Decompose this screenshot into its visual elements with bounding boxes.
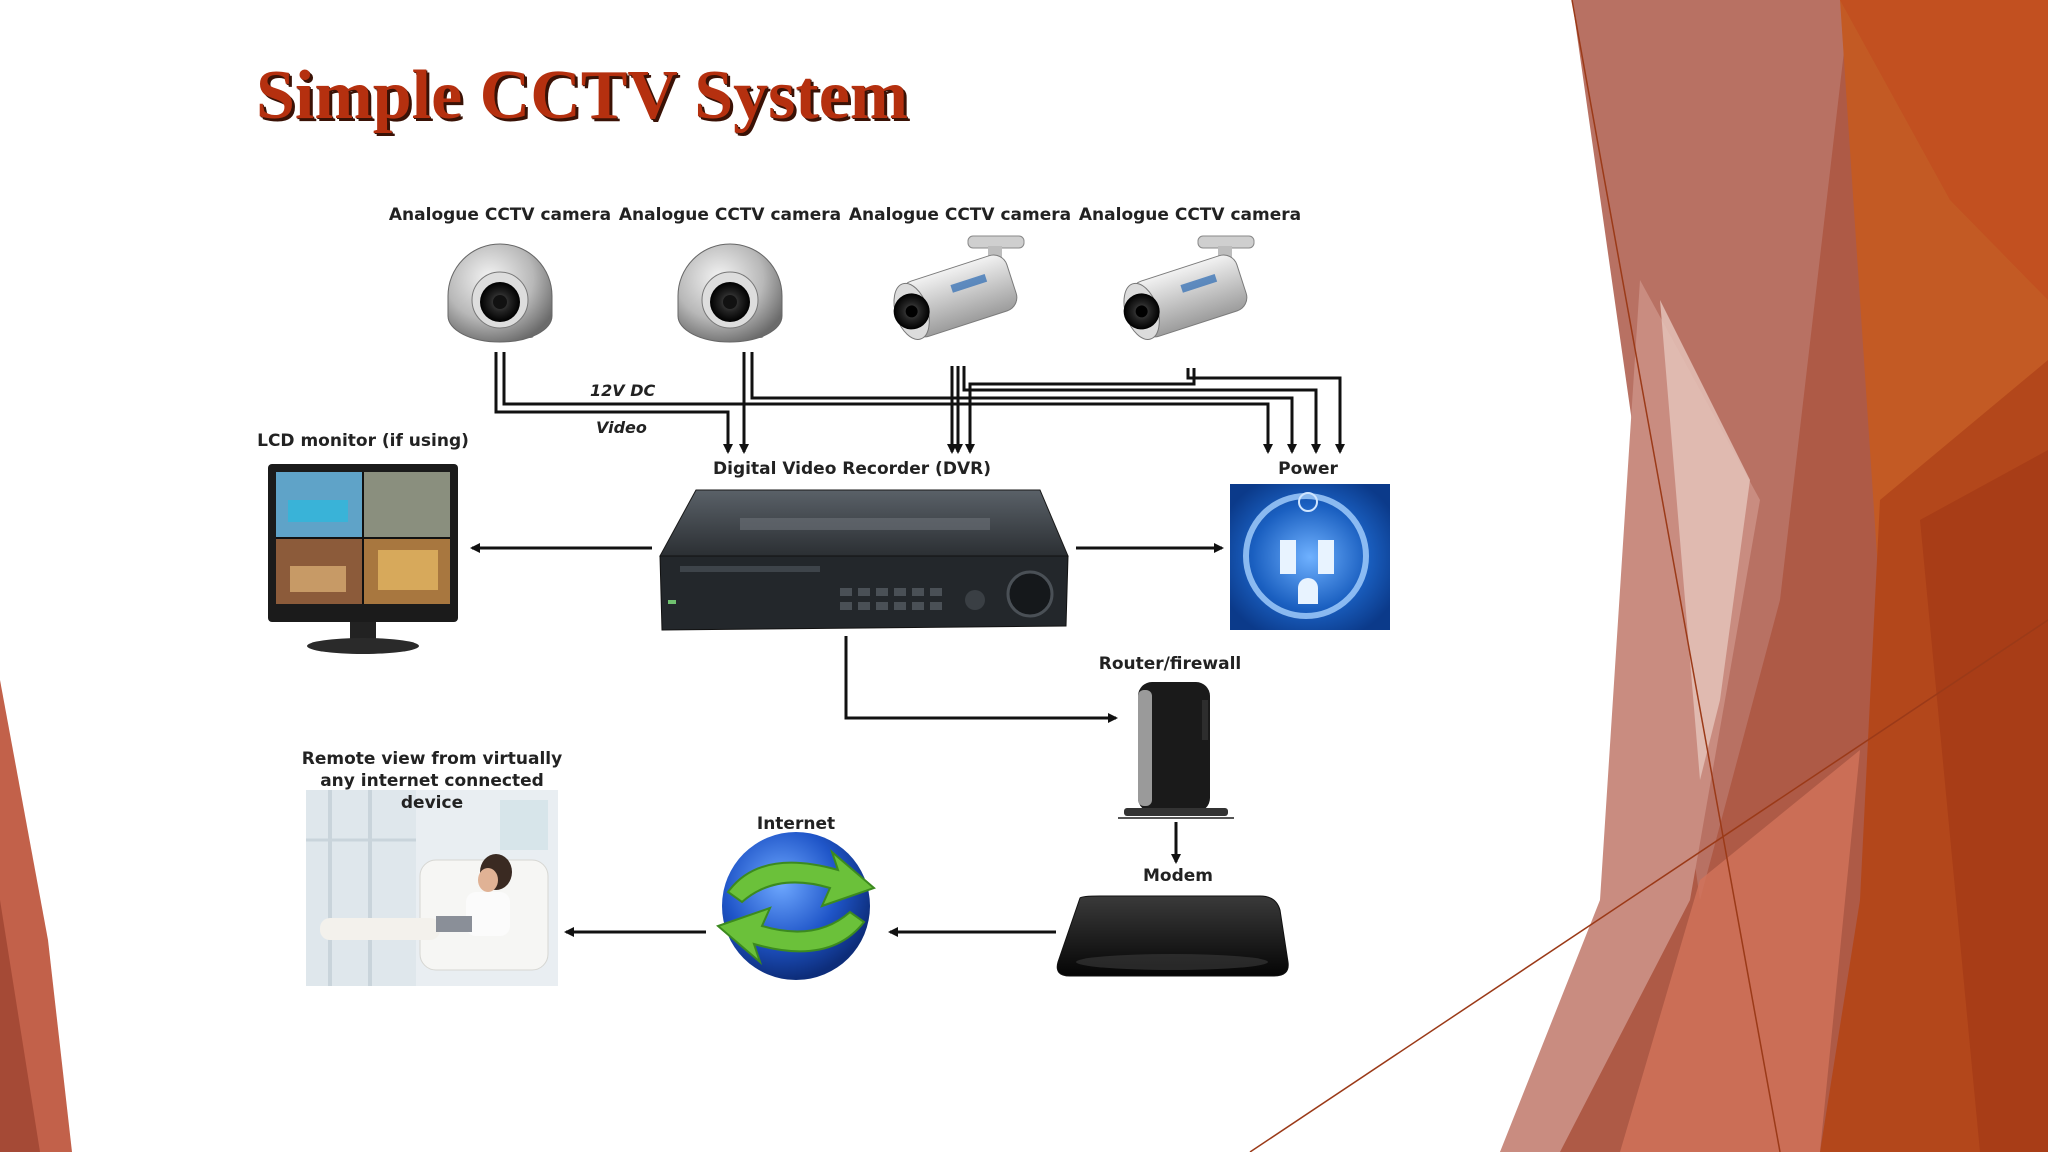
facet-shape: [1920, 450, 2048, 1152]
internet-label: Internet: [756, 814, 836, 834]
camera-label: Analogue CCTV camera: [1078, 205, 1302, 225]
facet-line: [1249, 619, 2048, 1152]
facet-shape: [1840, 0, 2048, 300]
flow-arrows: [470, 543, 1224, 937]
router-icon: [1118, 682, 1234, 819]
lcd-monitor-icon: [268, 464, 458, 654]
remote-view-label: Remote view from virtually any internet …: [301, 749, 563, 813]
remote-view-photo: [306, 790, 558, 986]
modem-icon: [1056, 895, 1289, 977]
dome-camera-icon: [447, 243, 553, 343]
facet-shape: [1660, 300, 1750, 780]
bullet-camera-icon: [1123, 235, 1255, 340]
facet-shape: [1620, 750, 1860, 1152]
camera-label: Analogue CCTV camera: [388, 205, 612, 225]
internet-globe-icon: [716, 832, 876, 980]
bullet-camera-icon: [893, 235, 1025, 340]
dvr-icon: [659, 489, 1069, 631]
dome-camera-icon: [677, 243, 783, 343]
modem-label: Modem: [1142, 866, 1214, 886]
dvr-label: Digital Video Recorder (DVR): [713, 459, 991, 479]
power-cable-label: 12V DC: [590, 381, 656, 400]
slide-title: Simple CCTV System: [256, 57, 909, 134]
lcd-monitor-label: LCD monitor (if using): [257, 431, 469, 451]
camera-label: Analogue CCTV camera: [848, 205, 1072, 225]
power-outlet-icon: [1230, 484, 1390, 630]
video-cable-label: Video: [596, 418, 647, 437]
camera-label: Analogue CCTV camera: [618, 205, 842, 225]
facet-line: [1571, 0, 1781, 1152]
camera-cables: [494, 352, 1345, 454]
router-label: Router/firewall: [1098, 654, 1242, 674]
power-label: Power: [1278, 459, 1338, 479]
facet-shape: [0, 900, 40, 1152]
